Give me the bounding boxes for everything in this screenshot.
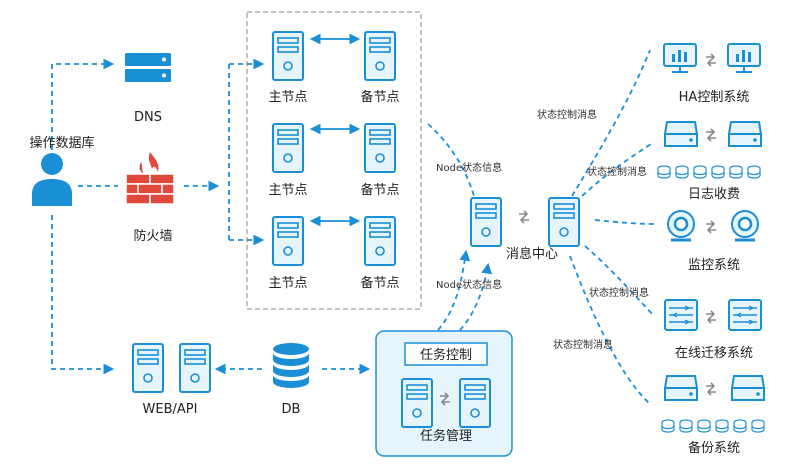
- backup-system-label: 备份系统: [688, 440, 740, 456]
- edge-msg-ha: [571, 49, 651, 197]
- log-collection-label: 日志收费: [688, 187, 740, 202]
- backup-disk-1-icon: [664, 375, 698, 401]
- primary-node-3-label: 主节点: [268, 276, 307, 291]
- task-server-2-icon: [459, 378, 491, 428]
- migration-swap-icon: [705, 310, 717, 324]
- migration-label: 在线迁移系统: [675, 346, 753, 361]
- backup-node-3-label: 备节点: [360, 275, 399, 291]
- backup-node-1-icon: [364, 31, 396, 81]
- backup-node-1-label: 备节点: [360, 89, 399, 105]
- primary-node-2-label: 主节点: [268, 183, 307, 198]
- edge-operator-web: [51, 215, 115, 375]
- message-server-1-icon: [470, 197, 502, 247]
- node-cluster-box: [246, 11, 422, 310]
- dns-icon: [125, 53, 171, 82]
- ha-swap-icon: [705, 53, 717, 67]
- db-icon: [273, 343, 309, 388]
- task-server-1-icon: [401, 378, 433, 428]
- message-server-2-icon: [548, 197, 580, 247]
- status-control-3-label: 状态控制消息: [589, 286, 649, 299]
- task-management-label: 任务管理: [420, 428, 472, 444]
- monitor-camera-2-icon: [730, 209, 760, 242]
- backup-swap-icon: [705, 382, 717, 396]
- edge-msg-log: [581, 141, 655, 197]
- task-control-label: 任务控制: [420, 347, 472, 363]
- backup-storage-icons: [662, 420, 764, 432]
- backup-disk-2-icon: [731, 375, 765, 401]
- ha-monitor-2-icon: [727, 43, 761, 73]
- edge-msg-monitor: [594, 219, 657, 225]
- user-icon: [32, 153, 72, 206]
- log-swap-icon: [705, 128, 717, 142]
- message-center-label: 消息中心: [506, 246, 558, 262]
- log-disk-1-icon: [664, 121, 698, 147]
- monitor-swap-icon: [705, 220, 717, 234]
- operator-label: 操作数据库: [29, 135, 94, 151]
- primary-node-1-label: 主节点: [268, 90, 307, 105]
- backup-node-2-label: 备节点: [360, 182, 399, 198]
- message-swap-icon: [518, 210, 530, 224]
- status-control-1-label: 状态控制消息: [537, 108, 597, 121]
- backup-node-2-icon: [364, 123, 396, 173]
- web-server-1-icon: [132, 343, 164, 393]
- edge-task-msg-1: [437, 249, 471, 331]
- web-server-2-icon: [179, 343, 211, 393]
- edge-msg-migration: [584, 245, 655, 317]
- migration-2-icon: [728, 299, 762, 331]
- primary-node-2-icon: [272, 123, 304, 173]
- migration-1-icon: [664, 299, 698, 331]
- log-storage-icons: [658, 166, 760, 178]
- firewall-label: 防火墙: [133, 228, 172, 244]
- log-disk-2-icon: [728, 121, 762, 147]
- backup-node-3-icon: [364, 216, 396, 266]
- dns-label: DNS: [134, 110, 162, 125]
- ha-monitor-1-icon: [663, 43, 697, 73]
- node-status-bottom-label: Node状态信息: [436, 278, 502, 291]
- web-api-label: WEB/API: [143, 402, 198, 417]
- status-control-2-label: 状态控制消息: [587, 165, 647, 178]
- monitoring-label: 监控系统: [688, 258, 740, 273]
- status-control-4-label: 状态控制消息: [553, 338, 613, 351]
- primary-node-3-icon: [272, 216, 304, 266]
- db-label: DB: [282, 402, 301, 417]
- ha-control-label: HA控制系统: [679, 90, 750, 105]
- primary-node-1-icon: [272, 31, 304, 81]
- node-status-top-label: Node状态信息: [436, 161, 502, 174]
- task-control-box: [404, 342, 488, 366]
- edge-msg-backup: [569, 255, 651, 405]
- edge-operator-dns: [51, 58, 115, 150]
- firewall-icon: [125, 152, 175, 205]
- monitor-camera-1-icon: [666, 209, 696, 242]
- edge-task-msg-2: [459, 262, 492, 331]
- edge-cluster-msg: [427, 123, 475, 197]
